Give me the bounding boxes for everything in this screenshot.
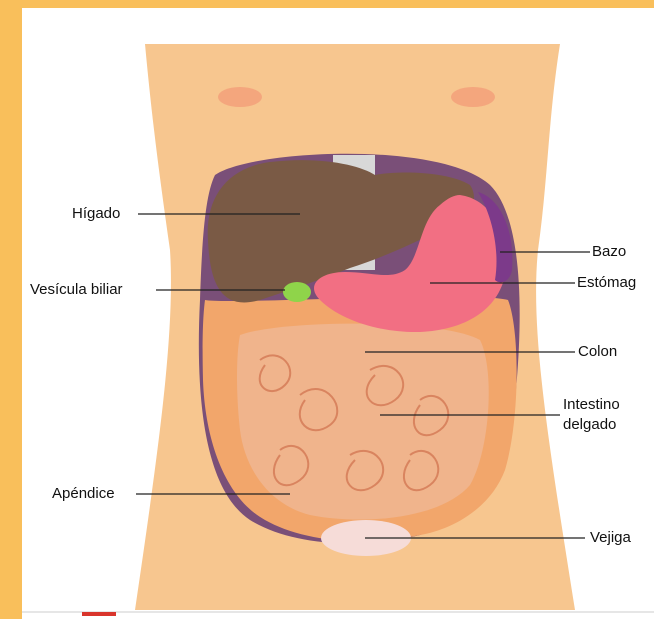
right-nipple (451, 87, 495, 107)
label-gallbladder: Vesícula biliar (30, 281, 123, 299)
label-small-intestine-line2: delgado (563, 416, 616, 434)
gallbladder (283, 282, 311, 302)
label-appendix: Apéndice (52, 485, 115, 503)
label-spleen: Bazo (592, 243, 626, 261)
label-stomach: Estómag (577, 274, 636, 292)
left-nipple (218, 87, 262, 107)
label-liver: Hígado (72, 205, 120, 223)
label-small-intestine-line1: Intestino (563, 396, 620, 414)
label-bladder: Vejiga (590, 529, 631, 547)
label-colon: Colon (578, 343, 617, 361)
